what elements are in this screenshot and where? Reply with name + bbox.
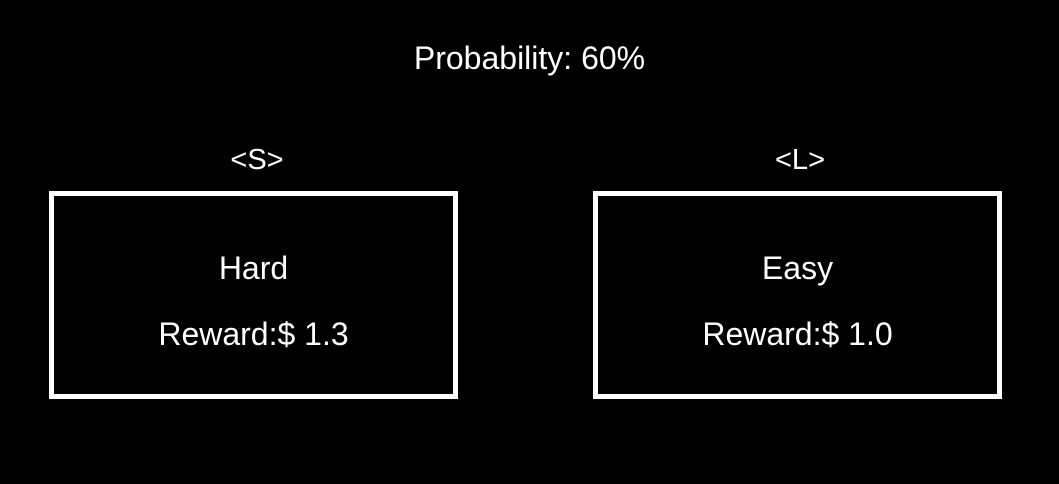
right-key-hint: <L> [775,144,825,176]
option-name: Hard [218,250,289,286]
probability-label: Probability: 60% [413,40,646,76]
option-card-hard[interactable]: Hard Reward:$ 1.3 [49,191,458,399]
option-name: Easy [761,250,834,286]
left-key-hint: <S> [230,144,284,176]
option-card-easy[interactable]: Easy Reward:$ 1.0 [593,191,1002,399]
option-reward: Reward:$ 1.0 [702,316,893,352]
option-reward: Reward:$ 1.3 [158,316,349,352]
